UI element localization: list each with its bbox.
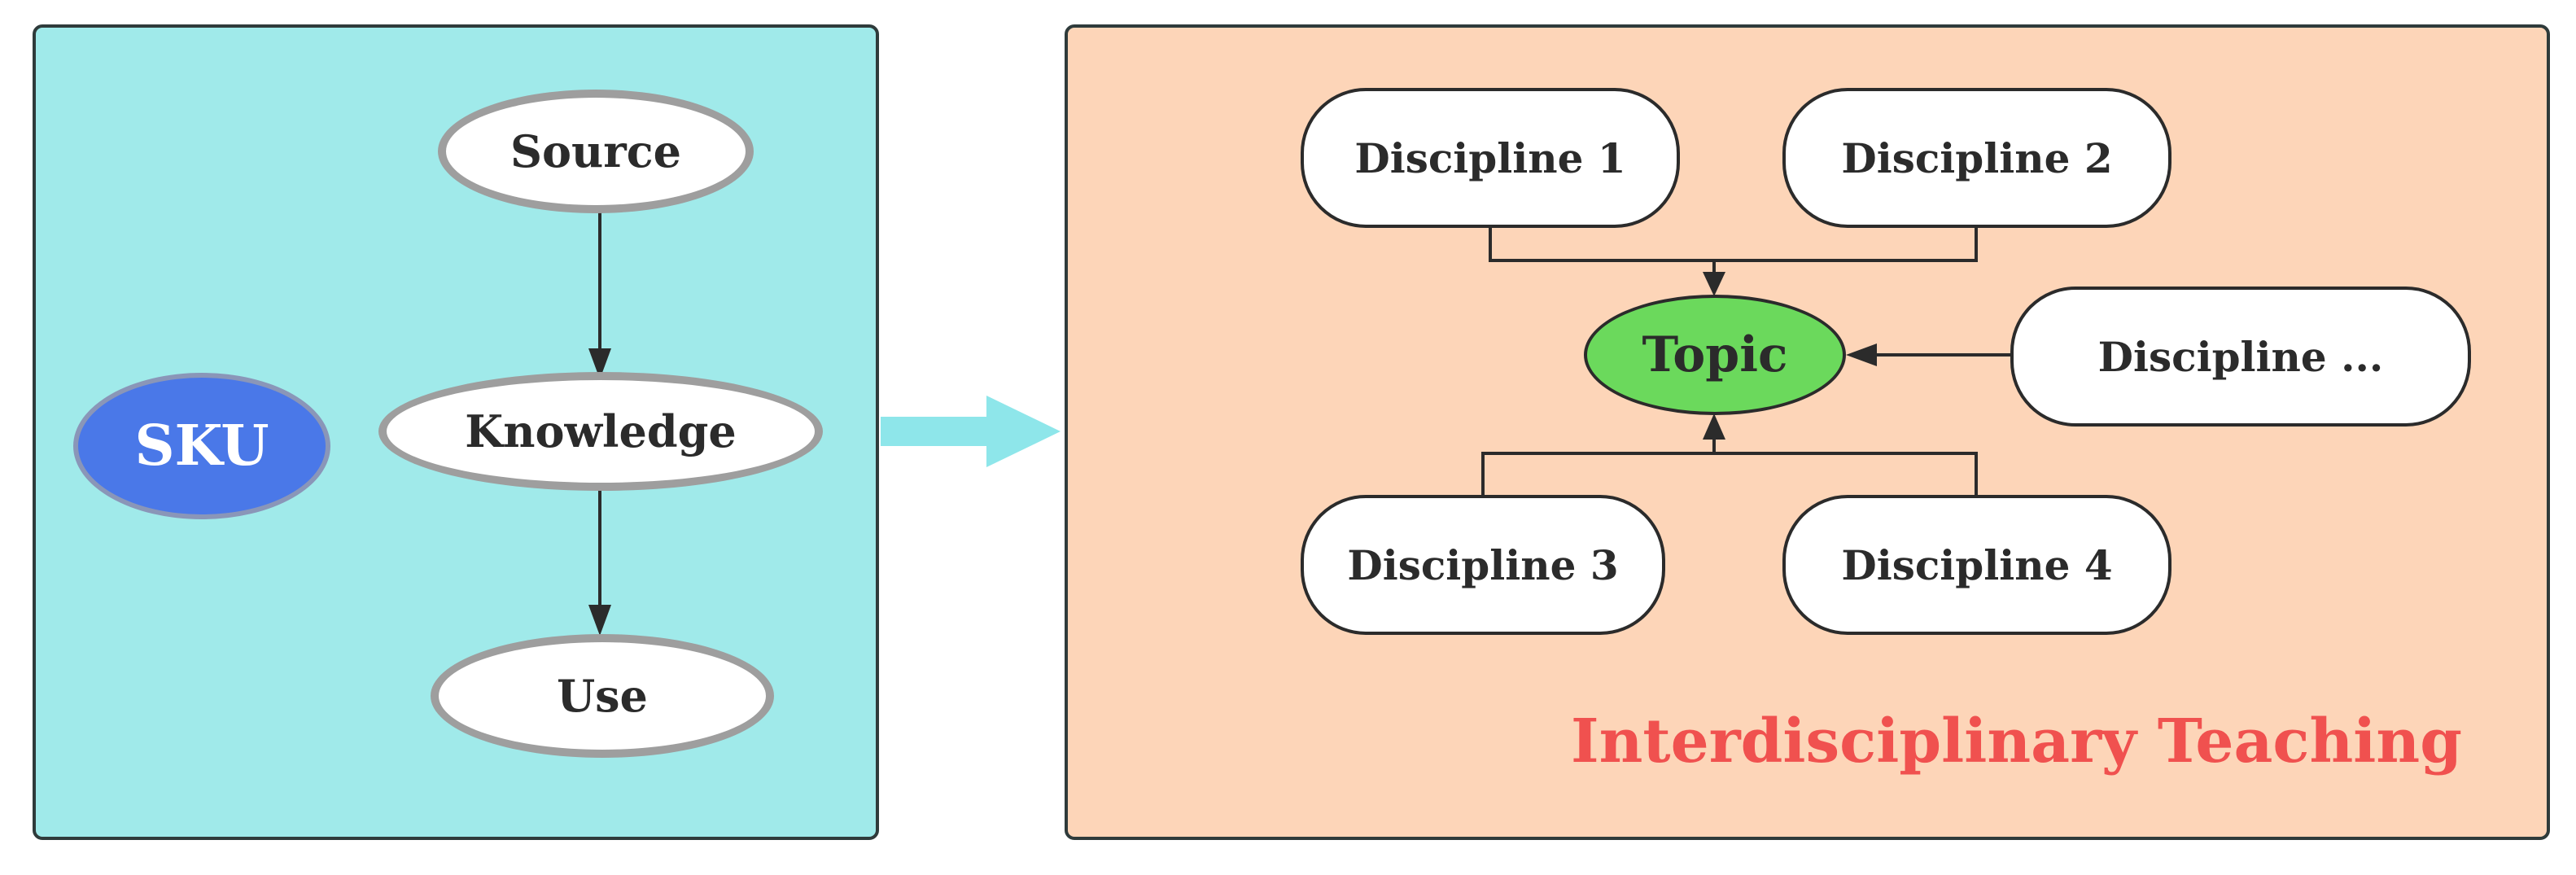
topic-node: Topic bbox=[1584, 295, 1846, 415]
discipline-4-connector bbox=[1714, 452, 1978, 497]
discipline-more-node: Discipline ... bbox=[2010, 287, 2471, 427]
source-to-knowledge-arrowhead bbox=[588, 348, 611, 379]
sku-node: SKU bbox=[73, 373, 330, 519]
discipline-2-node: Discipline 2 bbox=[1782, 88, 2171, 228]
discipline-1-node: Discipline 1 bbox=[1301, 88, 1680, 228]
top-to-topic-arrowhead bbox=[1703, 272, 1725, 296]
knowledge-to-use-arrowhead bbox=[588, 605, 611, 636]
bottom-to-topic-arrowhead bbox=[1703, 413, 1725, 440]
transition-arrow bbox=[881, 396, 1061, 467]
discipline-3-node: Discipline 3 bbox=[1301, 495, 1665, 635]
discipline-more-arrowhead bbox=[1846, 343, 1877, 366]
knowledge-node: Knowledge bbox=[378, 372, 823, 491]
interdisciplinary-teaching-caption: Interdisciplinary Teaching bbox=[1571, 707, 2462, 777]
source-node: Source bbox=[438, 90, 754, 213]
discipline-1-connector bbox=[1489, 226, 1714, 262]
use-node: Use bbox=[431, 634, 774, 758]
discipline-2-connector bbox=[1714, 226, 1978, 262]
discipline-4-node: Discipline 4 bbox=[1782, 495, 2171, 635]
discipline-3-connector bbox=[1481, 452, 1714, 497]
